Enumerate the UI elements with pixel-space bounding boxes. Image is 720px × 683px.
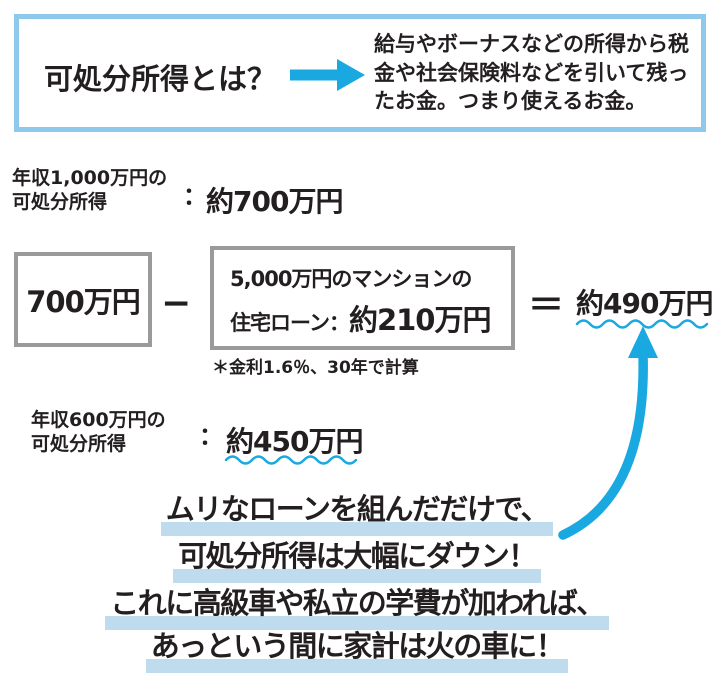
conclusion-text-3: これに高級車や私立の学費が加われば、 xyxy=(105,586,609,630)
formula-operand1-box: 700万円 xyxy=(14,252,152,347)
definition-term: 可処分所得とは？ xyxy=(44,62,277,96)
loan-box-line1: 5,000万円のマンションの xyxy=(230,267,472,291)
income-600-value: 約450万円 xyxy=(226,425,363,458)
income-1000-value: 約700万円 xyxy=(206,185,343,218)
interest-note: ＊金利1.6％、30年で計算 xyxy=(212,358,419,378)
formula-operand1: 700万円 xyxy=(26,284,141,319)
definition-box xyxy=(14,14,706,132)
loan-box-label: 住宅ローン： xyxy=(230,311,350,335)
formula-loan-box: 5,000万円のマンションの 住宅ローン：約210万円 xyxy=(210,246,515,350)
conclusion-line: 可処分所得は大幅にダウン！ xyxy=(0,539,714,583)
income-1000-colon: ： xyxy=(183,182,207,210)
conclusion-text-1: ムリなローンを組んだだけで、 xyxy=(160,492,554,536)
loan-box-value: 約210万円 xyxy=(348,303,492,337)
curved-up-arrow-icon xyxy=(558,326,658,540)
wavy-underline-icon xyxy=(575,319,709,329)
conclusion-line: これに高級車や私立の学費が加われば、 xyxy=(0,586,714,630)
wavy-underline-icon xyxy=(224,455,358,465)
conclusion-text-4: あっという間に家計は火の車に！ xyxy=(145,629,569,673)
income-1000-label-line1: 年収1,000万円の xyxy=(12,167,168,189)
income-600-label-line1: 年収600万円の xyxy=(31,409,166,431)
income-600-colon: ： xyxy=(199,422,223,450)
income-1000-label: 年収1,000万円の 可処分所得 xyxy=(12,166,167,214)
definition-description: 給与やボーナスなどの所得から税金や社会保険料などを引いて残ったお金。つまり使える… xyxy=(374,32,689,113)
income-1000-label-line2: 可処分所得 xyxy=(12,191,108,213)
conclusion-line: ムリなローンを組んだだけで、 xyxy=(0,492,714,536)
income-600-label: 年収600万円の 可処分所得 xyxy=(31,408,166,456)
equals-sign: ＝ xyxy=(528,285,565,326)
right-arrow-icon xyxy=(290,59,365,91)
conclusion-line: あっという間に家計は火の車に！ xyxy=(0,629,714,673)
formula-result: 約490万円 xyxy=(576,287,713,320)
income-600-label-line2: 可処分所得 xyxy=(31,433,127,455)
conclusion-text-2: 可処分所得は大幅にダウン！ xyxy=(173,539,541,583)
minus-sign: − xyxy=(161,283,192,324)
loan-box-line2: 住宅ローン：約210万円 xyxy=(230,297,511,339)
